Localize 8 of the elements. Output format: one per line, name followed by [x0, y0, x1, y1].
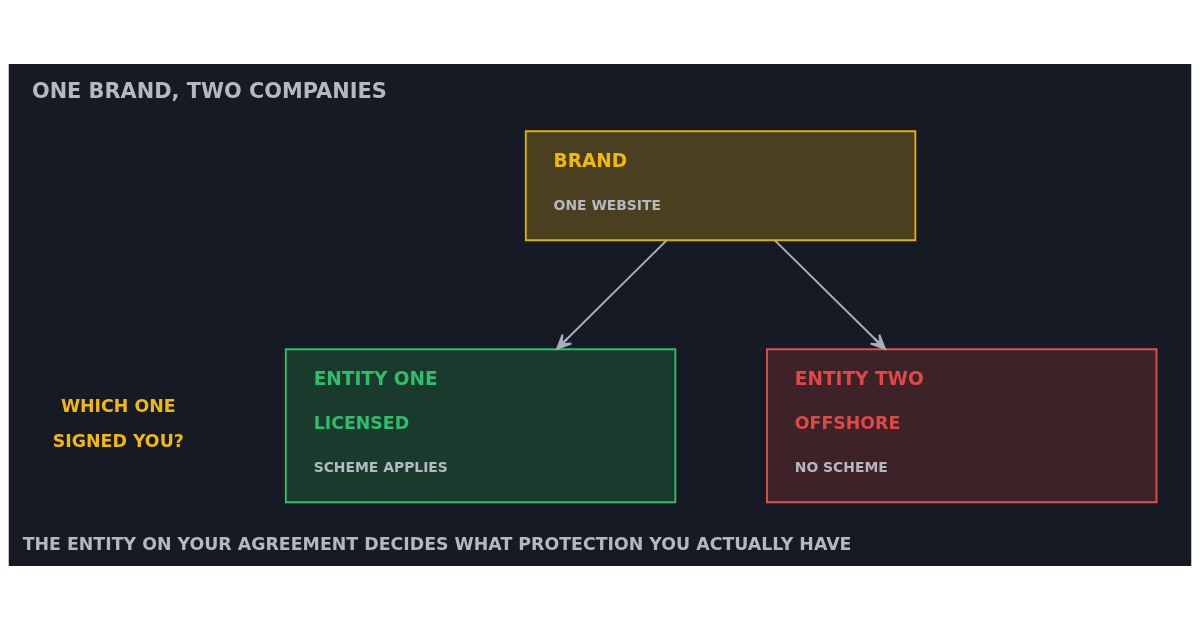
label: WHICH ONE SIGNED YOU?: [52, 396, 184, 452]
node-box: BRAND ONE WEBSITE: [524, 130, 917, 242]
node-box: ENTITY TWO OFFSHORE NO SCHEME: [766, 348, 1158, 504]
arrow: [773, 239, 886, 350]
caption: THE ENTITY ON YOUR AGREEMENT DECIDES WHAT PROTECTION YOU ACTUALLY HAVE: [22, 533, 852, 554]
arrow: [556, 239, 668, 350]
node-box: ENTITY ONE LICENSED SCHEME APPLIES: [284, 348, 677, 504]
diagram-title: ONE BRAND, TWO COMPANIES: [31, 79, 387, 104]
